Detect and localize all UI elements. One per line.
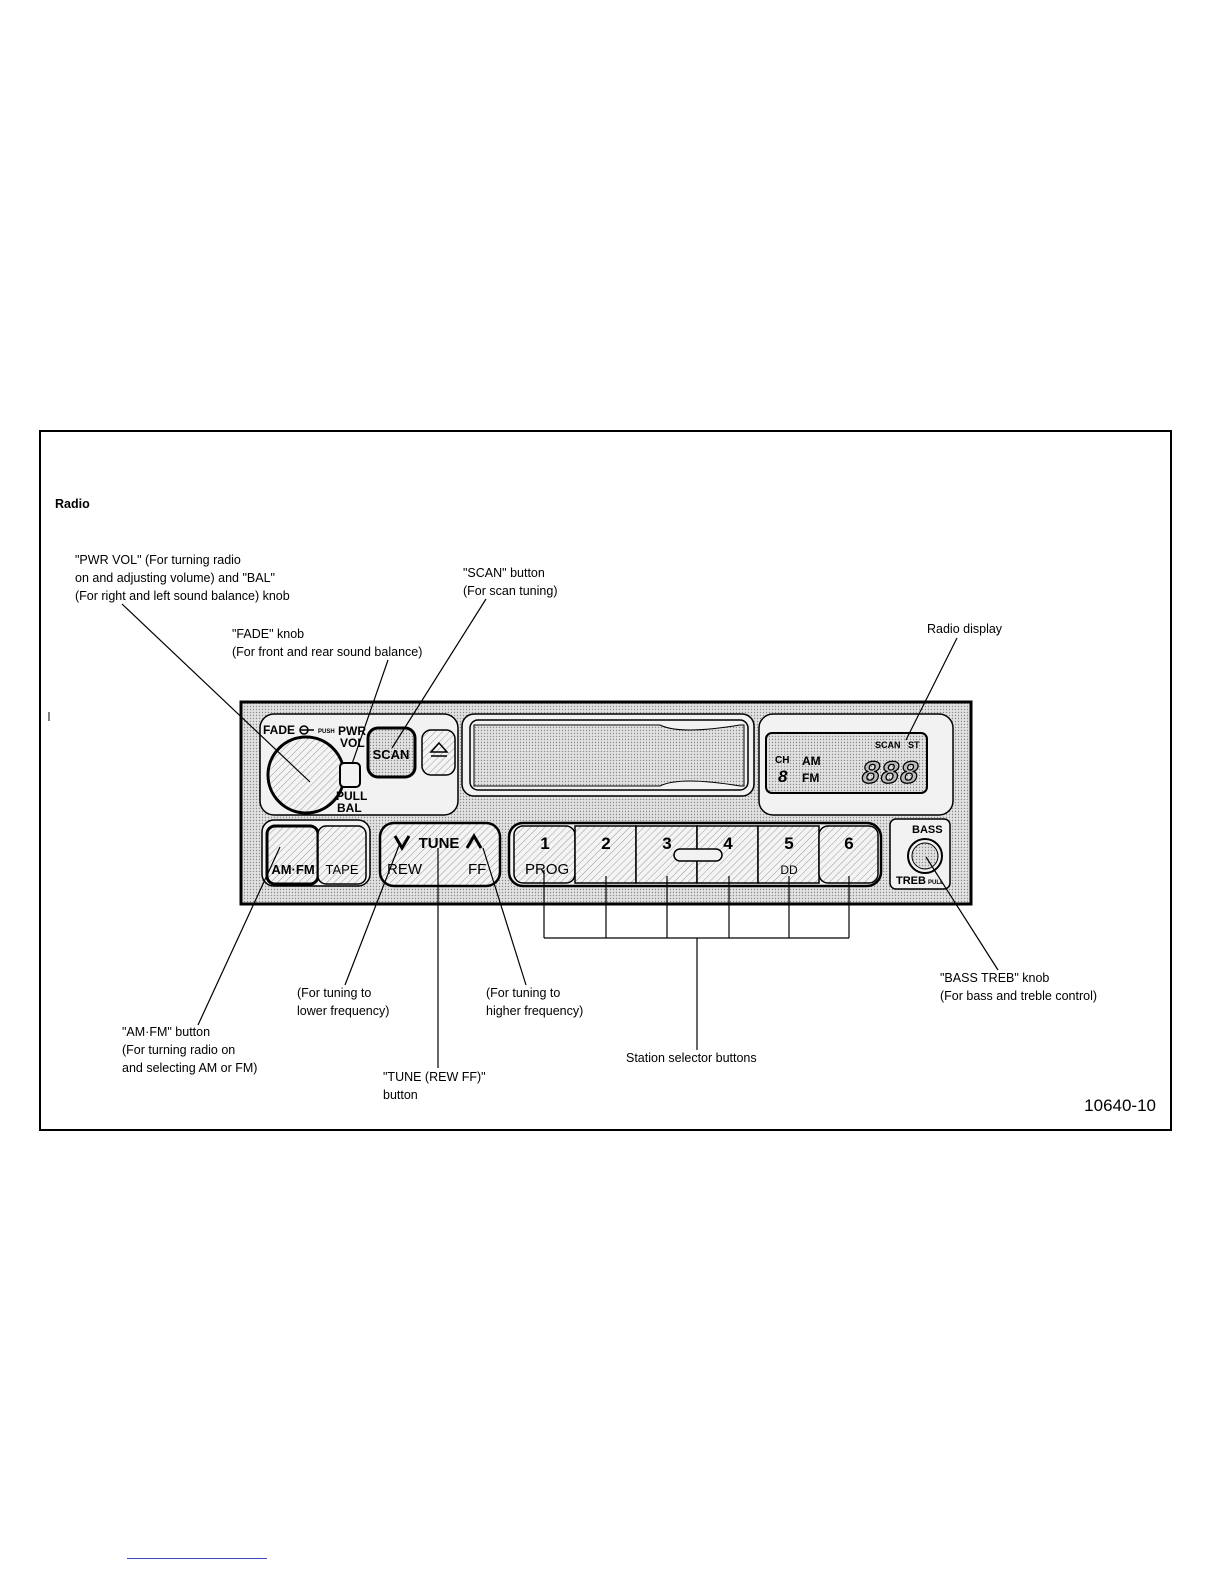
- svg-text:SCAN: SCAN: [875, 740, 901, 750]
- svg-text:TREB: TREB: [896, 875, 926, 887]
- svg-text:FADE: FADE: [263, 723, 295, 737]
- svg-text:and selecting AM or FM): and selecting AM or FM): [122, 1061, 257, 1075]
- svg-text:(For front and rear sound bala: (For front and rear sound balance): [232, 645, 422, 659]
- svg-text:"TUNE (REW FF)": "TUNE (REW FF)": [383, 1070, 486, 1084]
- pwr-vol-knob[interactable]: [266, 735, 346, 815]
- preset-button-2[interactable]: [574, 825, 637, 884]
- svg-text:on and adjusting volume) and ": on and adjusting volume) and "BAL": [75, 571, 275, 585]
- callout-tune-button: "TUNE (REW FF)" button: [383, 1070, 486, 1102]
- figure-id: 10640-10: [1084, 1096, 1156, 1115]
- svg-text:8: 8: [778, 767, 788, 786]
- svg-text:PULL: PULL: [336, 789, 367, 803]
- svg-text:5: 5: [784, 834, 793, 853]
- leader-lines: [121, 598, 999, 1068]
- callout-scan: "SCAN" button (For scan tuning): [463, 566, 557, 598]
- scan-button[interactable]: SCAN: [366, 726, 417, 779]
- svg-text:"SCAN" button: "SCAN" button: [463, 566, 545, 580]
- svg-text:REW: REW: [387, 861, 423, 878]
- svg-text:3: 3: [662, 834, 671, 853]
- svg-text:"PWR VOL" (For turning radio: "PWR VOL" (For turning radio: [75, 553, 241, 567]
- fade-knob[interactable]: [339, 762, 361, 788]
- preset-labels: 1 2 3 4 5 6 PROG DD: [525, 834, 854, 878]
- svg-text:"AM·FM" button: "AM·FM" button: [122, 1025, 210, 1039]
- svg-text:1: 1: [540, 834, 549, 853]
- svg-text:PWR: PWR: [338, 724, 366, 738]
- svg-text:(For tuning to: (For tuning to: [486, 986, 560, 1000]
- am-fm-button[interactable]: AM·FM: [265, 824, 320, 886]
- svg-text:SCAN: SCAN: [373, 747, 410, 762]
- knob-labels: FADE PUSH PWR VOL PULL BAL: [263, 723, 367, 815]
- svg-text:FF: FF: [468, 861, 486, 878]
- svg-text:CH: CH: [775, 755, 789, 766]
- svg-text:AM: AM: [802, 754, 821, 768]
- callout-tune-lower: (For tuning to lower frequency): [297, 986, 389, 1018]
- svg-text:"BASS TREB" knob: "BASS TREB" knob: [940, 971, 1049, 985]
- svg-text:lower frequency): lower frequency): [297, 1004, 389, 1018]
- svg-text:TAPE: TAPE: [326, 862, 359, 877]
- bass-treb-labels: BASS TREB PULL: [896, 824, 944, 887]
- callout-fade: "FADE" knob (For front and rear sound ba…: [232, 627, 422, 659]
- tune-rew-ff-button[interactable]: TUNE REW FF: [387, 833, 486, 878]
- callout-radio-display: Radio display: [927, 622, 1003, 636]
- figure-frame: [39, 430, 1172, 1131]
- eject-button[interactable]: [421, 729, 456, 776]
- svg-text:(For bass and treble control): (For bass and treble control): [940, 989, 1097, 1003]
- svg-text:(For turning radio on: (For turning radio on: [122, 1043, 235, 1057]
- bass-treb-knob[interactable]: [907, 838, 943, 874]
- callout-station-selector: Station selector buttons: [626, 1051, 757, 1065]
- svg-text:BASS: BASS: [912, 824, 943, 836]
- section-title: Radio: [55, 497, 90, 511]
- svg-text:PULL: PULL: [928, 880, 944, 886]
- preset-button-5[interactable]: [757, 825, 820, 884]
- svg-text:FM: FM: [802, 771, 819, 785]
- svg-text:(For right and left sound bala: (For right and left sound balance) knob: [75, 589, 290, 603]
- svg-text:higher frequency): higher frequency): [486, 1004, 583, 1018]
- bottom-rule: [127, 1558, 267, 1559]
- callout-bass-treb: "BASS TREB" knob (For bass and treble co…: [940, 971, 1097, 1003]
- callout-pwr-vol: "PWR VOL" (For turning radio on and adju…: [75, 553, 290, 603]
- radio-display: CH 8 AM FM SCAN ST 888: [775, 740, 920, 794]
- svg-text:6: 6: [844, 834, 853, 853]
- svg-text:2: 2: [601, 834, 610, 853]
- svg-text:PROG: PROG: [525, 861, 569, 878]
- svg-text:button: button: [383, 1088, 418, 1102]
- svg-text:AM·FM: AM·FM: [271, 862, 314, 877]
- svg-text:ST: ST: [908, 740, 920, 750]
- callout-am-fm: "AM·FM" button (For turning radio on and…: [122, 1025, 257, 1075]
- svg-text:888: 888: [861, 756, 919, 793]
- svg-text:PUSH: PUSH: [318, 729, 335, 735]
- svg-text:BAL: BAL: [337, 801, 362, 815]
- svg-text:4: 4: [723, 834, 733, 853]
- chevron-up-icon: [465, 833, 483, 849]
- svg-text:TUNE: TUNE: [419, 835, 460, 852]
- dolby-icon: DD: [780, 863, 798, 877]
- eject-icon: [429, 741, 449, 753]
- tape-button[interactable]: TAPE: [317, 825, 367, 885]
- callout-tune-higher: (For tuning to higher frequency): [486, 986, 583, 1018]
- chevron-down-icon: [393, 835, 411, 851]
- svg-text:(For tuning to: (For tuning to: [297, 986, 371, 1000]
- station-selector-buttons[interactable]: [513, 825, 879, 884]
- cassette-indicator: [673, 848, 723, 862]
- svg-text:"FADE" knob: "FADE" knob: [232, 627, 304, 641]
- svg-text:(For scan tuning): (For scan tuning): [463, 584, 557, 598]
